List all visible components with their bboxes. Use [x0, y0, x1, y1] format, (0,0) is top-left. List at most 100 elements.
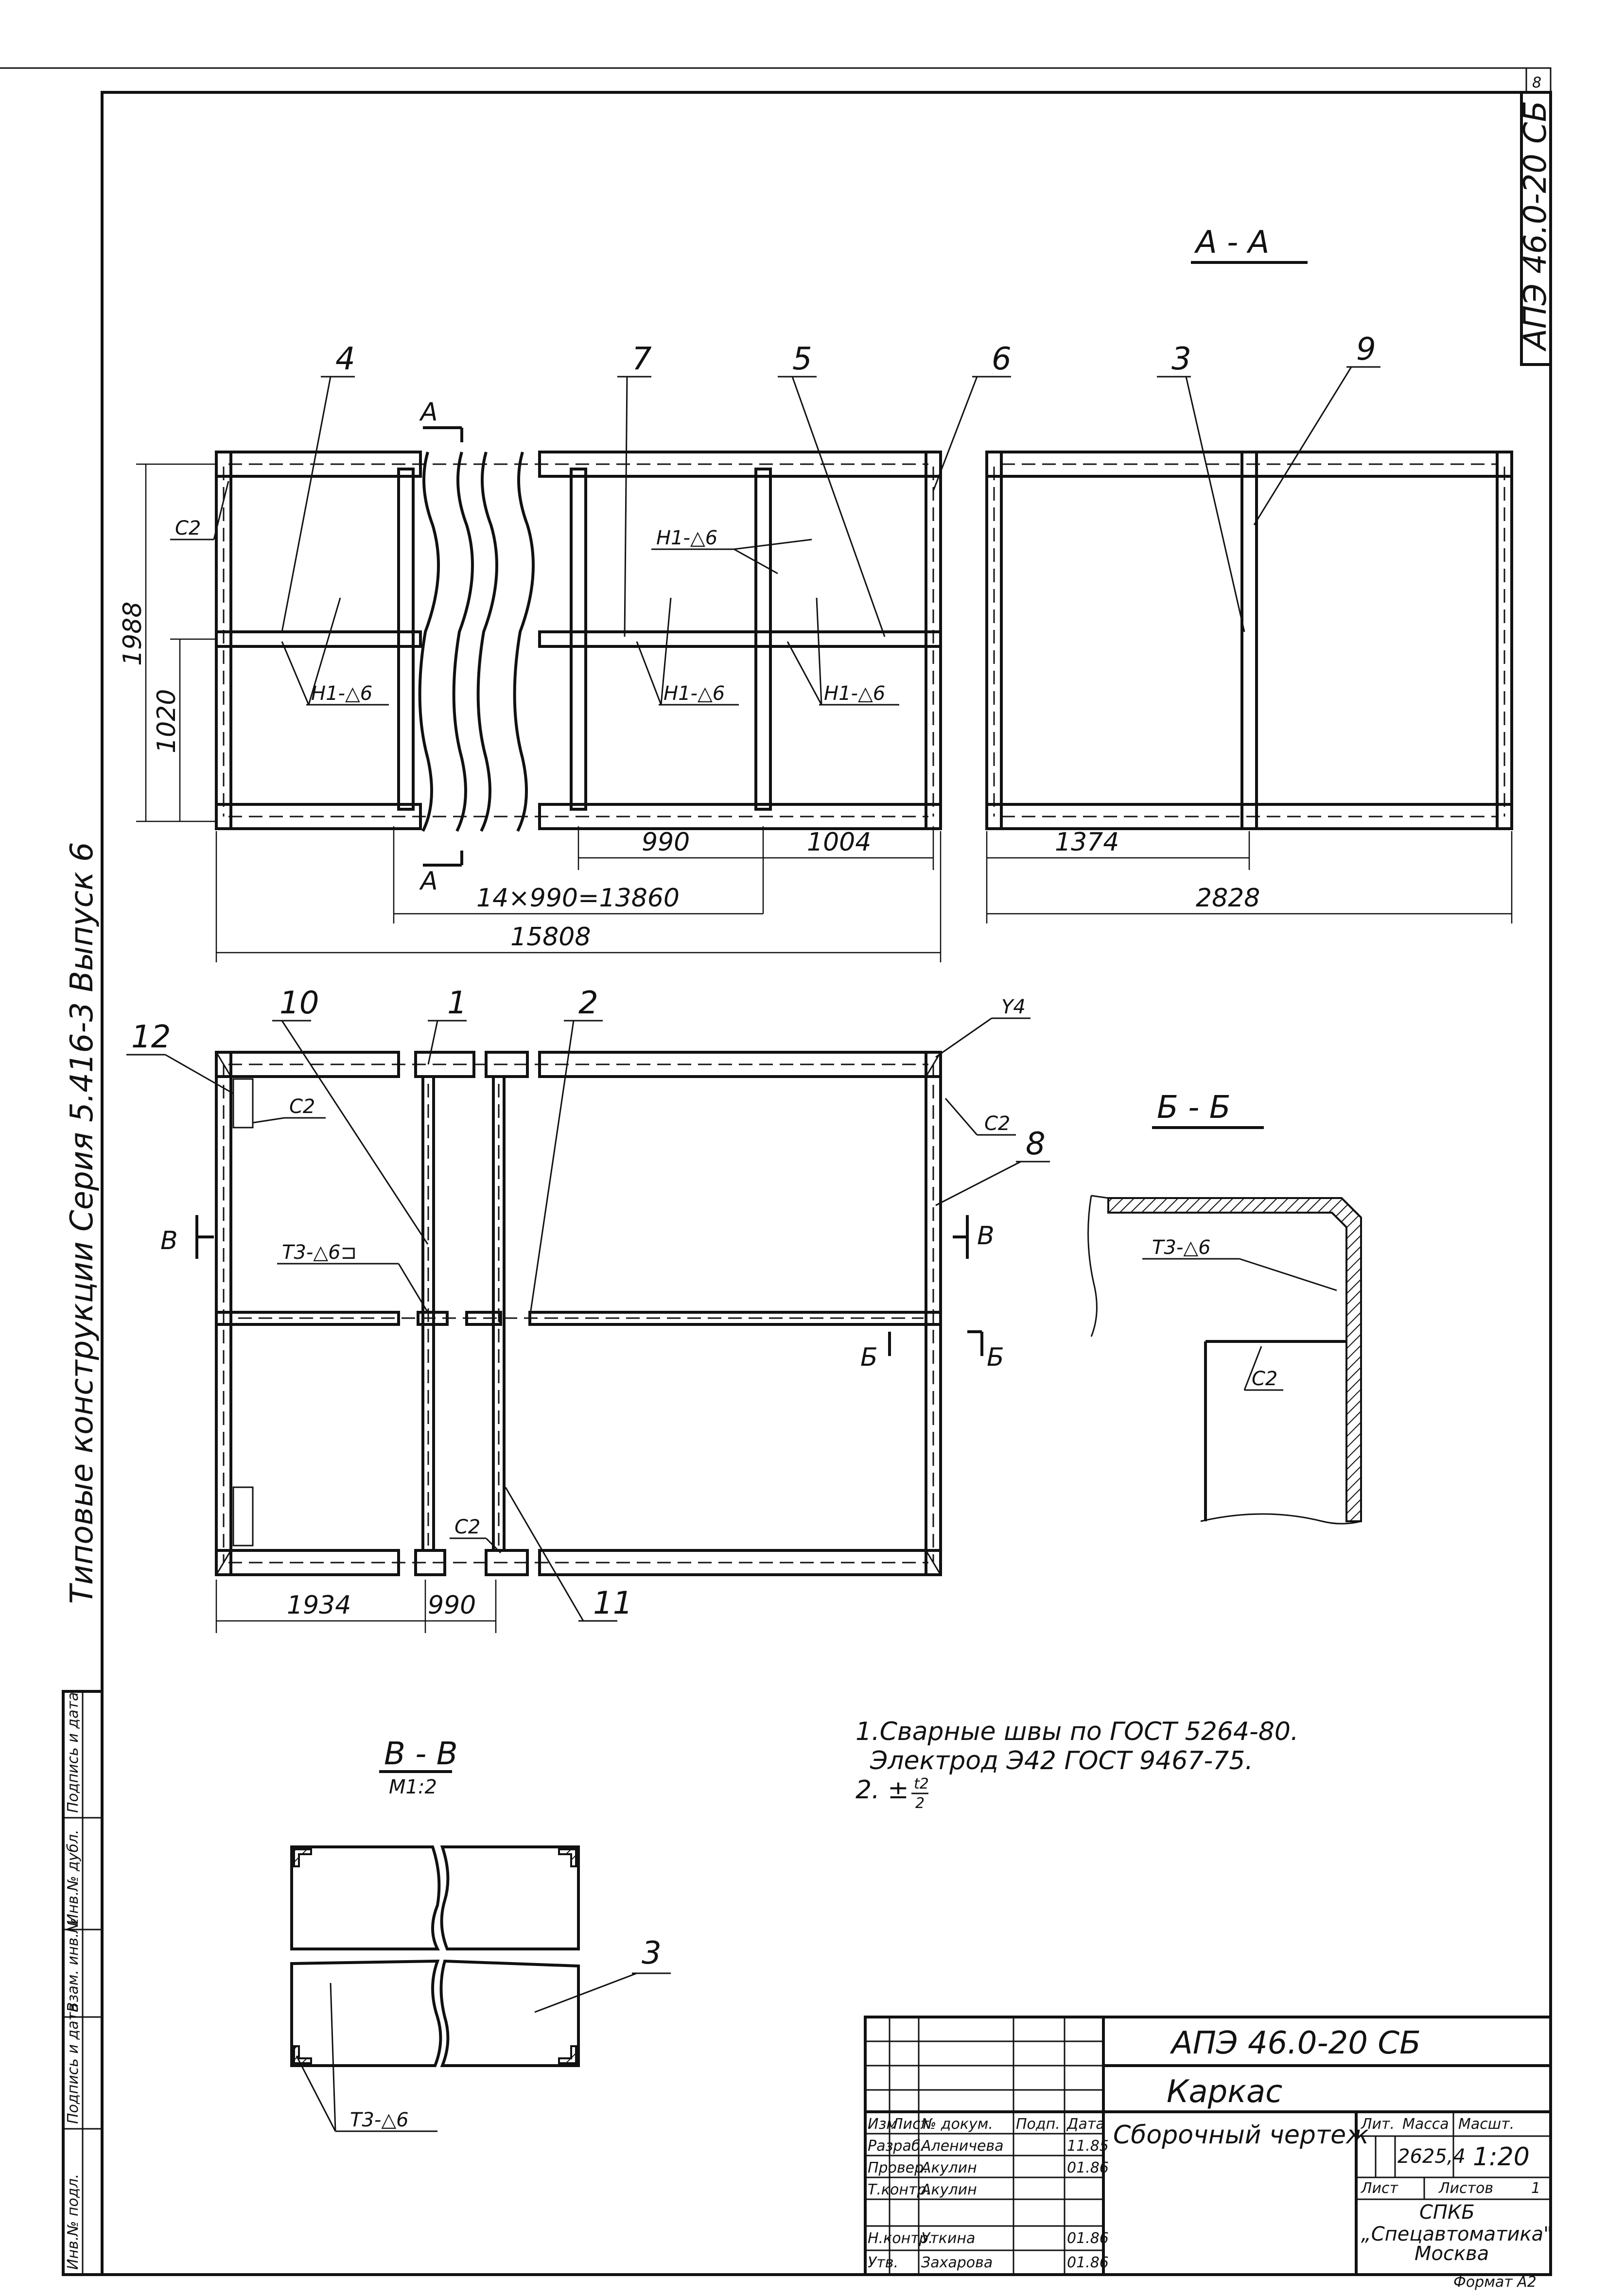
plan-frame [215, 1051, 942, 1576]
svg-text:В - В: В - В [384, 1736, 458, 1772]
tb-format: Формат А2 [1453, 2274, 1537, 2291]
tb-doc-type: Сборочный чертеж [1113, 2121, 1369, 2150]
svg-text:В: В [160, 1226, 178, 1255]
svg-text:Т3-△6: Т3-△6 [350, 2109, 409, 2131]
stamp-cell-replace-inv: Взам. инв.№ [65, 1918, 82, 2012]
svg-text:1.Сварные швы по ГОСТ 5264-80.: 1.Сварные швы по ГОСТ 5264-80. [856, 1717, 1298, 1746]
callout-4: 4 [281, 341, 355, 632]
callout-1: 1 [427, 985, 467, 1065]
svg-text:Т3-△6⊐: Т3-△6⊐ [282, 1241, 357, 1264]
section-mark-bb: Б Б [860, 1330, 1004, 1372]
weld-label-2: Н1-△6 [636, 597, 739, 706]
svg-text:2: 2 [915, 1795, 925, 1812]
callout-9: 9 [1253, 331, 1380, 525]
view-vv-section [290, 1845, 580, 2067]
tb-sheets-label: Листов [1438, 2180, 1493, 2197]
svg-text:Н1-△6: Н1-△6 [656, 527, 717, 549]
view-bb-title: Б - Б [1152, 1090, 1264, 1129]
svg-text:9: 9 [1356, 331, 1376, 367]
callout-12: 12 [126, 1019, 234, 1095]
tb-name-1: Аленичева [920, 2138, 1004, 2155]
tb-name-4: Уткина [921, 2230, 975, 2247]
svg-text:1: 1 [447, 985, 467, 1021]
tb-role-3: Т.контр. [868, 2181, 931, 2198]
svg-text:1374: 1374 [1055, 828, 1119, 857]
tb-scale-label: Масшт. [1458, 2116, 1514, 2133]
dim-1988: 1988 [118, 463, 216, 822]
tb-date-2: 01.86 [1067, 2159, 1109, 2176]
svg-text:Б: Б [860, 1343, 878, 1372]
side-frame [985, 451, 1513, 830]
tb-sheets: 1 [1531, 2180, 1540, 2197]
tb-date-5: 01.86 [1067, 2254, 1109, 2271]
tb-org-3: Москва [1415, 2243, 1489, 2265]
svg-text:В: В [977, 1221, 995, 1251]
c2-label-plan-3: С2 [450, 1516, 502, 1554]
svg-text:Электрод Э42 ГОСТ 9467-75.: Электрод Э42 ГОСТ 9467-75. [870, 1746, 1253, 1775]
svg-text:С2: С2 [1252, 1368, 1277, 1390]
stamp-cell-orig-inv: Инв.№ подл. [65, 2174, 82, 2270]
tb-sheet-label: Лист [1361, 2180, 1399, 2197]
dim-990-1004: 990 1004 [577, 826, 934, 914]
tb-role-1: Разраб. [868, 2138, 925, 2155]
svg-text:3: 3 [642, 1935, 662, 1971]
svg-text:Т3-△6: Т3-△6 [1152, 1236, 1211, 1259]
tb-org-2: „Спецавтоматика" [1361, 2223, 1553, 2245]
weld-label-1: Н1-△6 [281, 597, 389, 706]
tb-org-1: СПКБ [1419, 2201, 1475, 2224]
c2-label-plan-1: С2 [252, 1096, 326, 1124]
tb-code: АПЭ 46.0-20 СБ [1170, 2025, 1421, 2061]
svg-text:С2: С2 [454, 1516, 480, 1538]
svg-text:2828: 2828 [1196, 884, 1260, 913]
svg-text:Н1-△6: Н1-△6 [664, 682, 725, 705]
svg-text:С2: С2 [984, 1113, 1010, 1135]
svg-text:15808: 15808 [510, 922, 591, 952]
stamp-cell-signature-2: Подпись и дата [65, 2003, 82, 2124]
svg-text:С2: С2 [175, 517, 201, 539]
tb-scale: 1:20 [1473, 2142, 1530, 2172]
dim-1934-990: 1934 990 [215, 1580, 497, 1633]
c2-label-bb: С2 [1243, 1346, 1283, 1391]
svg-text:2. ±: 2. ± [856, 1775, 909, 1805]
tb-name-2: Акулин [920, 2159, 977, 2176]
front-frame [215, 451, 942, 830]
series-side-text: Типовые конструкции Серия 5.416-3 Выпуск… [64, 842, 100, 1604]
tb-mass: 2625,4 [1397, 2145, 1466, 2168]
svg-text:Н1-△6: Н1-△6 [311, 682, 372, 705]
tb-head-sign: Подп. [1016, 2116, 1060, 2133]
tb-head-izm: Изм [868, 2116, 897, 2133]
svg-text:С2: С2 [289, 1096, 315, 1118]
code-stamp-box [1520, 91, 1552, 366]
notes: 1.Сварные швы по ГОСТ 5264-80. Электрод … [856, 1717, 1298, 1812]
tb-role-5: Утв. [868, 2254, 898, 2271]
stamp-cell-signature-1: Подпись и дата [65, 1692, 82, 1813]
callout-7: 7 [617, 341, 652, 637]
stamp-cell-dup-inv: Инв.№ дубл. [65, 1829, 82, 1925]
c2-label-front: С2 [170, 481, 229, 540]
callout-y4: Y4 [935, 996, 1031, 1058]
view-vv-title: В - В М1:2 [379, 1736, 458, 1798]
dim-15808: 15808 [215, 831, 942, 962]
svg-text:4: 4 [335, 341, 355, 377]
svg-text:Б - Б: Б - Б [1157, 1090, 1231, 1126]
break-lines-front [418, 452, 535, 832]
callout-2: 2 [529, 985, 603, 1318]
svg-text:11: 11 [593, 1585, 632, 1621]
title-block: АПЭ 46.0-20 СБ Каркас Сборочный чертеж И… [864, 2016, 1553, 2291]
svg-text:1934: 1934 [287, 1591, 351, 1620]
callout-10: 10 [272, 985, 429, 1245]
svg-text:t2: t2 [914, 1775, 929, 1792]
tb-head-list: Лист [891, 2116, 930, 2133]
svg-text:10: 10 [279, 985, 319, 1021]
svg-text:3: 3 [1171, 341, 1191, 377]
callout-8: 8 [935, 1126, 1050, 1206]
svg-text:990: 990 [428, 1591, 476, 1620]
svg-text:А: А [419, 867, 438, 896]
callout-6: 6 [932, 341, 1012, 491]
code-stamp: АПЭ 46.0-20 СБ [1518, 101, 1554, 352]
drawing-frame [101, 91, 1552, 2276]
tb-head-doc: № докум. [920, 2116, 993, 2133]
section-mark-b-right: В [953, 1215, 995, 1259]
callout-5: 5 [778, 341, 886, 637]
